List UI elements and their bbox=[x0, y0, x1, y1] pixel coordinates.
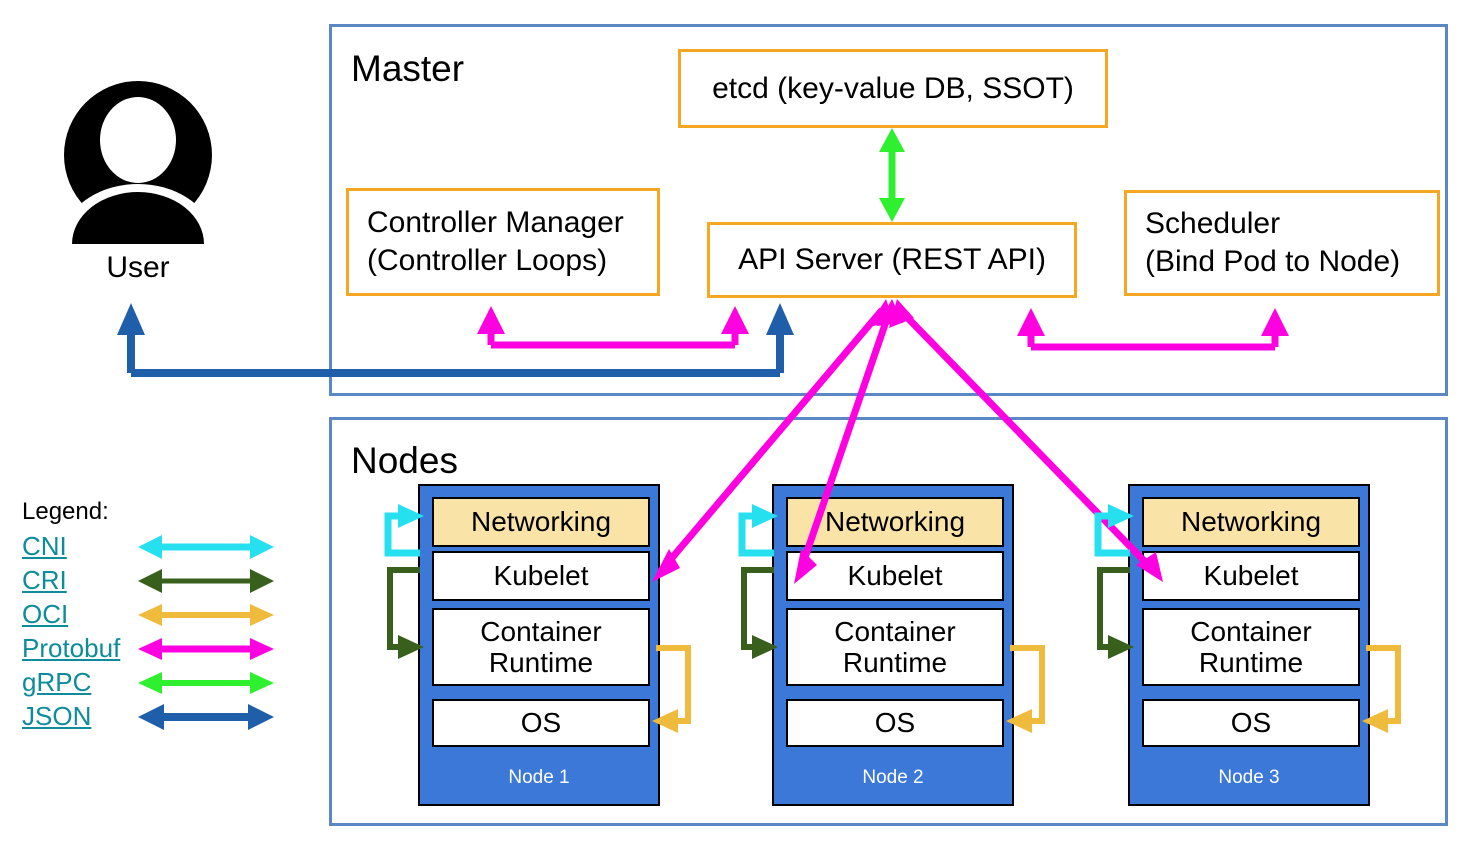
node-3-os[interactable]: OS bbox=[1142, 699, 1360, 747]
node-1[interactable]: Networking Kubelet Container Runtime OS … bbox=[418, 484, 660, 806]
node-1-container-runtime[interactable]: Container Runtime bbox=[432, 608, 650, 686]
node-3-kubelet[interactable]: Kubelet bbox=[1142, 551, 1360, 601]
legend-item-json: JSON bbox=[22, 701, 274, 735]
api-server-label: API Server (REST API) bbox=[738, 243, 1046, 276]
legend-label-cni: CNI bbox=[22, 531, 67, 561]
etcd-label: etcd (key-value DB, SSOT) bbox=[712, 71, 1074, 105]
etcd-box[interactable]: etcd (key-value DB, SSOT) bbox=[678, 49, 1108, 128]
node-3-name: Node 3 bbox=[1218, 767, 1280, 788]
api-server-box[interactable]: API Server (REST API) bbox=[707, 222, 1077, 298]
scheduler-label: Scheduler (Bind Pod to Node) bbox=[1145, 207, 1401, 278]
nodes-panel-title: Nodes bbox=[351, 440, 458, 481]
node-2-container-runtime[interactable]: Container Runtime bbox=[786, 608, 1004, 686]
legend-label-cri: CRI bbox=[22, 565, 67, 595]
master-panel-title: Master bbox=[351, 48, 465, 89]
legend-item-oci: OCI bbox=[22, 599, 274, 633]
legend-item-grpc: gRPC bbox=[22, 667, 274, 701]
node-2-name: Node 2 bbox=[862, 767, 924, 788]
legend: Legend: CNI CRI OCI bbox=[22, 498, 274, 735]
legend-item-cri: CRI bbox=[22, 565, 274, 599]
node-3[interactable]: Networking Kubelet Container Runtime OS … bbox=[1128, 484, 1370, 806]
node-3-container-runtime[interactable]: Container Runtime bbox=[1142, 608, 1360, 686]
node-1-os[interactable]: OS bbox=[432, 699, 650, 747]
legend-title: Legend: bbox=[22, 498, 109, 525]
legend-arrow-protobuf bbox=[138, 638, 274, 660]
legend-label-protobuf: Protobuf bbox=[22, 633, 121, 663]
legend-label-grpc: gRPC bbox=[22, 667, 92, 697]
legend-arrow-json bbox=[138, 704, 274, 730]
legend-label-oci: OCI bbox=[22, 599, 69, 629]
legend-arrow-grpc bbox=[138, 672, 274, 694]
legend-arrow-cni bbox=[138, 535, 274, 559]
controller-manager-box[interactable]: Controller Manager (Controller Loops) bbox=[346, 188, 660, 296]
node-2-os[interactable]: OS bbox=[786, 699, 1004, 747]
legend-arrow-oci bbox=[138, 604, 274, 626]
node-1-name: Node 1 bbox=[508, 767, 570, 788]
legend-item-cni: CNI bbox=[22, 531, 274, 565]
controller-manager-label: Controller Manager (Controller Loops) bbox=[367, 206, 624, 277]
legend-arrow-cri bbox=[138, 569, 274, 593]
node-1-networking[interactable]: Networking bbox=[432, 497, 650, 547]
node-3-networking[interactable]: Networking bbox=[1142, 497, 1360, 547]
user-label: User bbox=[106, 251, 170, 284]
node-1-kubelet[interactable]: Kubelet bbox=[432, 551, 650, 601]
scheduler-box[interactable]: Scheduler (Bind Pod to Node) bbox=[1124, 190, 1440, 296]
legend-label-json: JSON bbox=[22, 701, 92, 731]
legend-item-protobuf: Protobuf bbox=[22, 633, 274, 667]
